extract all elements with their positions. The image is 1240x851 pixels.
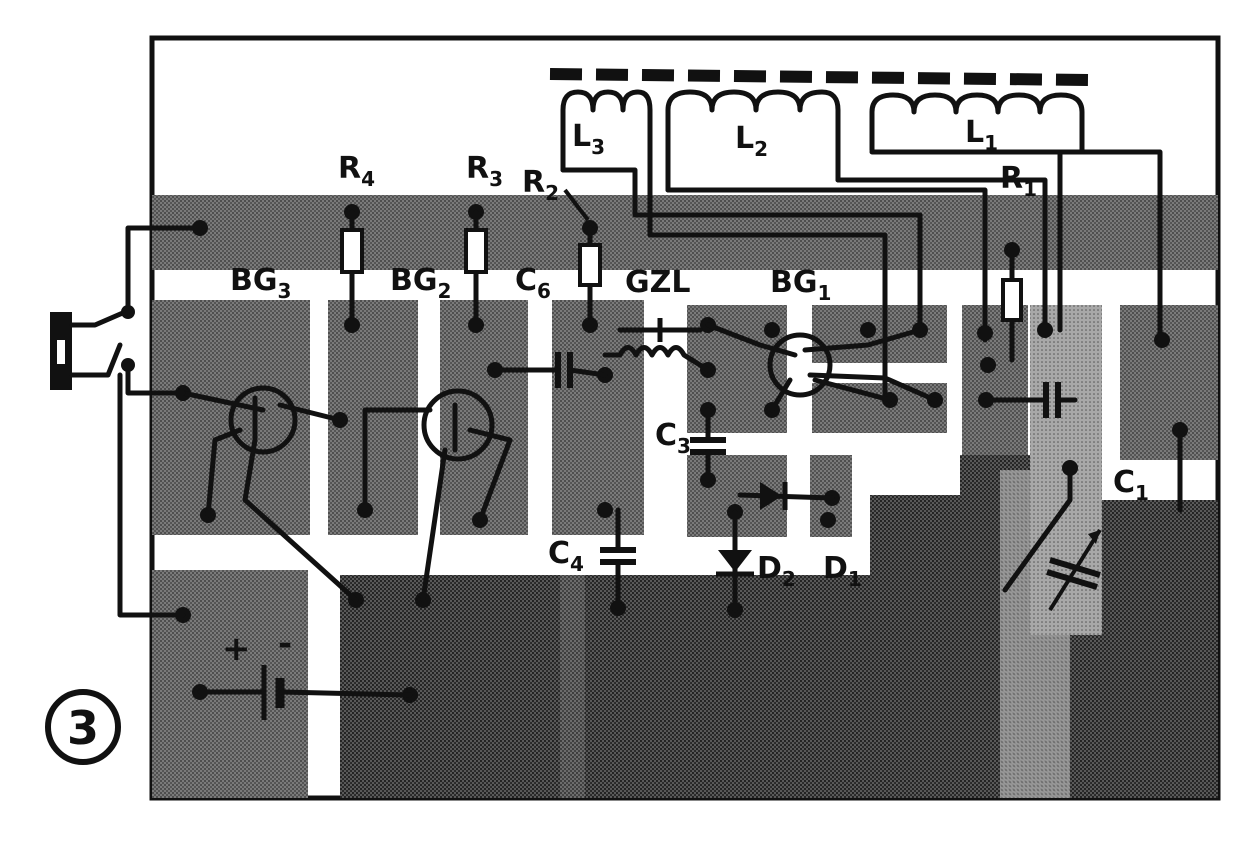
battery-pad bbox=[152, 570, 308, 798]
lead-l2 bbox=[665, 187, 988, 343]
lead-l2-b bbox=[835, 177, 1048, 333]
resistor-r2 bbox=[563, 188, 602, 328]
diode-d1 bbox=[737, 482, 835, 510]
label-d2: D2 bbox=[757, 551, 796, 591]
pad-c6 bbox=[552, 300, 644, 535]
figure-number-badge: 3 bbox=[45, 689, 121, 765]
label-c1: C1 bbox=[1113, 465, 1149, 505]
transistor-bg1 bbox=[705, 322, 938, 413]
pad-c1 bbox=[1120, 305, 1218, 460]
lead-l3 bbox=[560, 167, 923, 328]
capacitor-c3 bbox=[690, 407, 726, 483]
ground-plane-highlight-2 bbox=[560, 575, 585, 798]
label-c4: C4 bbox=[548, 536, 584, 576]
capacitor-c6 bbox=[492, 352, 608, 388]
transistor-bg2 bbox=[362, 388, 513, 603]
capacitor-c4 bbox=[600, 507, 636, 611]
battery bbox=[197, 665, 413, 720]
label-c6: C6 bbox=[515, 263, 551, 303]
resistor-r1 bbox=[1001, 247, 1023, 363]
output-jack bbox=[50, 225, 203, 618]
label-l3: L3 bbox=[572, 119, 605, 159]
label-bg2: BG2 bbox=[390, 263, 451, 303]
pad-bg1-lower bbox=[812, 383, 947, 433]
label-c3: C3 bbox=[655, 418, 691, 458]
gzl-choke bbox=[602, 318, 711, 373]
pad-r1 bbox=[962, 305, 1028, 455]
capacitor-r1-bypass bbox=[983, 382, 1078, 418]
coil-l3 bbox=[560, 89, 653, 203]
battery-minus: - bbox=[278, 624, 292, 664]
ground-plane bbox=[340, 455, 1218, 798]
coil-l2 bbox=[665, 89, 841, 193]
resistor-r4 bbox=[340, 209, 364, 328]
coil-l1 bbox=[869, 92, 1085, 155]
label-r2: R2 bbox=[522, 165, 559, 205]
label-d1: D1 bbox=[823, 551, 862, 591]
label-gzl: GZL bbox=[625, 265, 691, 300]
label-l1: L1 bbox=[965, 115, 998, 155]
label-bg1: BG1 bbox=[770, 265, 831, 305]
label-r4: R4 bbox=[338, 151, 375, 191]
lead-l1-b bbox=[1057, 149, 1085, 333]
label-r1: R1 bbox=[1000, 161, 1037, 201]
label-l2: L2 bbox=[735, 121, 768, 161]
lead-l1 bbox=[869, 149, 1163, 343]
lead-l3-b bbox=[647, 197, 888, 403]
transistor-bg3 bbox=[180, 385, 359, 603]
label-r3: R3 bbox=[466, 151, 503, 191]
battery-plus: + bbox=[222, 629, 251, 669]
figure-number: 3 bbox=[67, 701, 99, 755]
label-bg3: BG3 bbox=[230, 263, 291, 303]
diode-d2 bbox=[716, 509, 754, 613]
variable-capacitor-c1 bbox=[1002, 427, 1183, 612]
resistor-r3 bbox=[464, 209, 488, 328]
